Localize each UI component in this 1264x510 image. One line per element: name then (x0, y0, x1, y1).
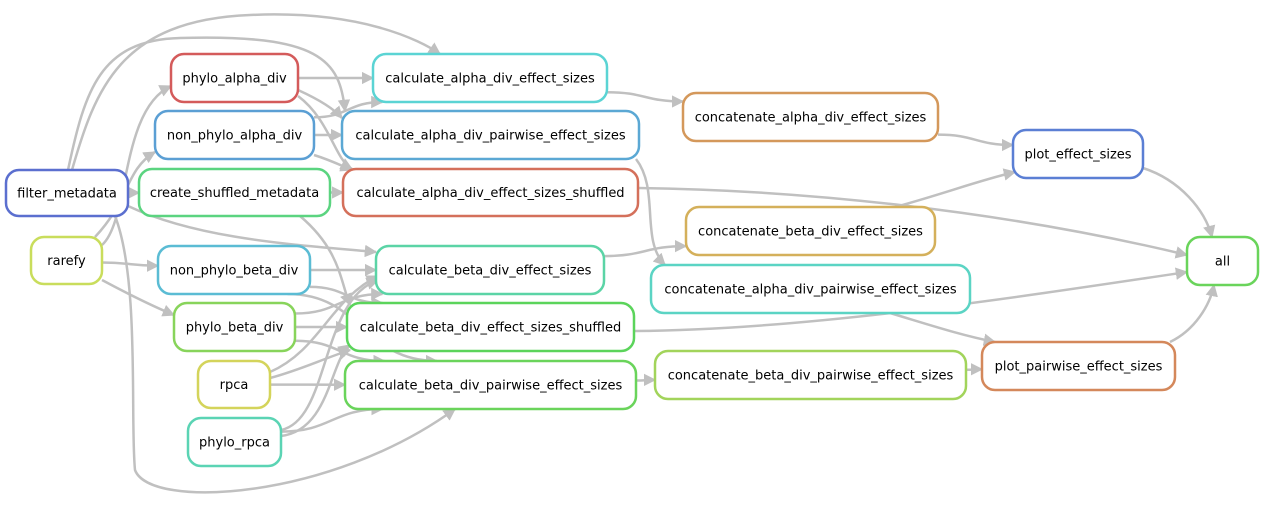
edge-non_phylo_alpha_div-to-calculate_alpha_div_effect_sizes_shuffled (313, 153, 354, 172)
node-calculate_alpha_div_effect_sizes[interactable]: calculate_alpha_div_effect_sizes (371, 52, 609, 104)
node-box (343, 359, 638, 411)
node-label: concatenate_beta_div_pairwise_effect_siz… (668, 369, 954, 384)
node-label: concatenate_alpha_div_pairwise_effect_si… (664, 283, 957, 298)
edge-calculate_beta_div_pairwise_effect_sizes-to-concatenate_beta_div_pairwise_effect_sizes (635, 373, 657, 387)
node-label: calculate_alpha_div_effect_sizes_shuffle… (356, 186, 624, 201)
edge-concatenate_alpha_div_pairwise_effect_sizes-to-plot_pairwise_effect_sizes (889, 311, 997, 346)
node-rpca[interactable]: rpca (196, 359, 272, 410)
node-box (341, 167, 640, 218)
node-label: calculate_beta_div_effect_sizes_shuffled (360, 321, 621, 336)
node-label: plot_pairwise_effect_sizes (995, 360, 1163, 375)
node-box (371, 52, 609, 104)
edge-rarefy-to-non_phylo_beta_div (101, 259, 160, 272)
node-rarefy[interactable]: rarefy (29, 235, 104, 286)
edge-phylo_rpca-to-calculate_beta_div_effect_sizes (280, 277, 380, 432)
node-label: calculate_beta_div_pairwise_effect_sizes (359, 379, 623, 394)
node-box (169, 52, 300, 104)
node-filter_metadata[interactable]: filter_metadata (4, 168, 130, 218)
edge-filter_metadata-to-calculate_beta_div_effect_sizes (127, 204, 378, 258)
node-calculate_beta_div_effect_sizes[interactable]: calculate_beta_div_effect_sizes (374, 244, 606, 296)
node-box (684, 205, 937, 257)
edge-phylo_beta_div-to-calculate_beta_div_effect_sizes (294, 287, 384, 315)
node-box (681, 91, 940, 143)
edge-filter_metadata-to-calculate_alpha_div_effect_sizes (70, 13, 442, 171)
edge-rarefy-to-phylo_beta_div (101, 278, 176, 317)
node-box (29, 235, 104, 286)
node-label: calculate_alpha_div_effect_sizes (385, 72, 595, 87)
edge-plot_pairwise_effect_sizes-to-all (1169, 283, 1218, 344)
node-phylo_rpca[interactable]: phylo_rpca (186, 416, 283, 468)
node-label: phylo_beta_div (186, 321, 284, 336)
node-box (653, 349, 968, 401)
node-plot_pairwise_effect_sizes[interactable]: plot_pairwise_effect_sizes (980, 340, 1177, 392)
edge-phylo_alpha_div-to-calculate_alpha_div_pairwise_effect_sizes (297, 88, 343, 119)
edge-filter_metadata-to-calculate_beta_div_pairwise_effect_sizes (113, 215, 457, 494)
node-box (153, 109, 316, 161)
node-non_phylo_beta_div[interactable]: non_phylo_beta_div (156, 244, 312, 296)
edge-concatenate_beta_div_pairwise_effect_sizes-to-plot_pairwise_effect_sizes (965, 362, 984, 376)
edge-non_phylo_alpha_div-to-calculate_alpha_div_effect_sizes (313, 95, 384, 119)
node-concatenate_beta_div_effect_sizes[interactable]: concatenate_beta_div_effect_sizes (684, 205, 937, 257)
node-all[interactable]: all (1185, 235, 1260, 287)
node-box (980, 340, 1177, 392)
node-non_phylo_alpha_div[interactable]: non_phylo_alpha_div (153, 109, 316, 161)
node-label: phylo_rpca (199, 436, 270, 451)
edge-calculate_alpha_div_effect_sizes-to-concatenate_alpha_div_effect_sizes (606, 90, 685, 108)
node-label: plot_effect_sizes (1024, 148, 1131, 163)
node-label: all (1215, 255, 1230, 270)
node-label: calculate_alpha_div_pairwise_effect_size… (355, 129, 625, 144)
node-label: phylo_alpha_div (182, 72, 287, 87)
edge-rarefy-to-phylo_alpha_div (101, 84, 173, 246)
edge-plot_effect_sizes-to-all (1142, 166, 1216, 239)
node-box (156, 244, 312, 296)
node-box (1185, 235, 1260, 287)
node-box (649, 263, 972, 315)
node-phylo_alpha_div[interactable]: phylo_alpha_div (169, 52, 300, 104)
node-label: concatenate_beta_div_effect_sizes (698, 225, 923, 240)
node-box (137, 167, 332, 218)
node-box (340, 109, 641, 161)
node-box (172, 301, 297, 353)
edge-calculate_beta_div_effect_sizes-to-concatenate_beta_div_effect_sizes (603, 239, 688, 258)
node-plot_effect_sizes[interactable]: plot_effect_sizes (1011, 128, 1145, 180)
edge-filter_metadata-to-calculate_alpha_div_pairwise_effect_sizes (66, 36, 351, 171)
edge-rpca-to-calculate_beta_div_effect_sizes (269, 274, 380, 374)
node-box (345, 301, 636, 353)
node-calculate_alpha_div_pairwise_effect_sizes[interactable]: calculate_alpha_div_pairwise_effect_size… (340, 109, 641, 161)
node-concatenate_alpha_div_pairwise_effect_sizes[interactable]: concatenate_alpha_div_pairwise_effect_si… (649, 263, 972, 315)
node-box (186, 416, 283, 468)
edge-calculate_alpha_div_pairwise_effect_sizes-to-concatenate_alpha_div_pairwise_effect_sizes (635, 158, 666, 266)
node-label: non_phylo_alpha_div (167, 129, 303, 144)
edge-concatenate_alpha_div_effect_sizes-to-plot_effect_sizes (937, 133, 1015, 152)
node-phylo_beta_div[interactable]: phylo_beta_div (172, 301, 297, 353)
node-calculate_alpha_div_effect_sizes_shuffled[interactable]: calculate_alpha_div_effect_sizes_shuffle… (341, 167, 640, 218)
node-create_shuffled_metadata[interactable]: create_shuffled_metadata (137, 167, 332, 218)
node-label: concatenate_alpha_div_effect_sizes (695, 111, 927, 126)
edge-create_shuffled_metadata-to-calculate_beta_div_effect_sizes_shuffled (299, 215, 352, 307)
node-box (1011, 128, 1145, 180)
node-label: filter_metadata (17, 187, 117, 202)
node-label: calculate_beta_div_effect_sizes (389, 264, 592, 279)
node-concatenate_beta_div_pairwise_effect_sizes[interactable]: concatenate_beta_div_pairwise_effect_siz… (653, 349, 968, 401)
edge-concatenate_beta_div_effect_sizes-to-plot_effect_sizes (894, 168, 1017, 209)
node-box (374, 244, 606, 296)
node-box (196, 359, 272, 410)
node-box (4, 168, 130, 218)
node-calculate_beta_div_effect_sizes_shuffled[interactable]: calculate_beta_div_effect_sizes_shuffled (345, 301, 636, 353)
node-calculate_beta_div_pairwise_effect_sizes[interactable]: calculate_beta_div_pairwise_effect_sizes (343, 359, 638, 411)
node-label: non_phylo_beta_div (170, 264, 299, 279)
node-concatenate_alpha_div_effect_sizes[interactable]: concatenate_alpha_div_effect_sizes (681, 91, 940, 143)
node-label: rpca (220, 378, 249, 393)
node-label: create_shuffled_metadata (150, 186, 319, 201)
node-label: rarefy (47, 254, 86, 269)
